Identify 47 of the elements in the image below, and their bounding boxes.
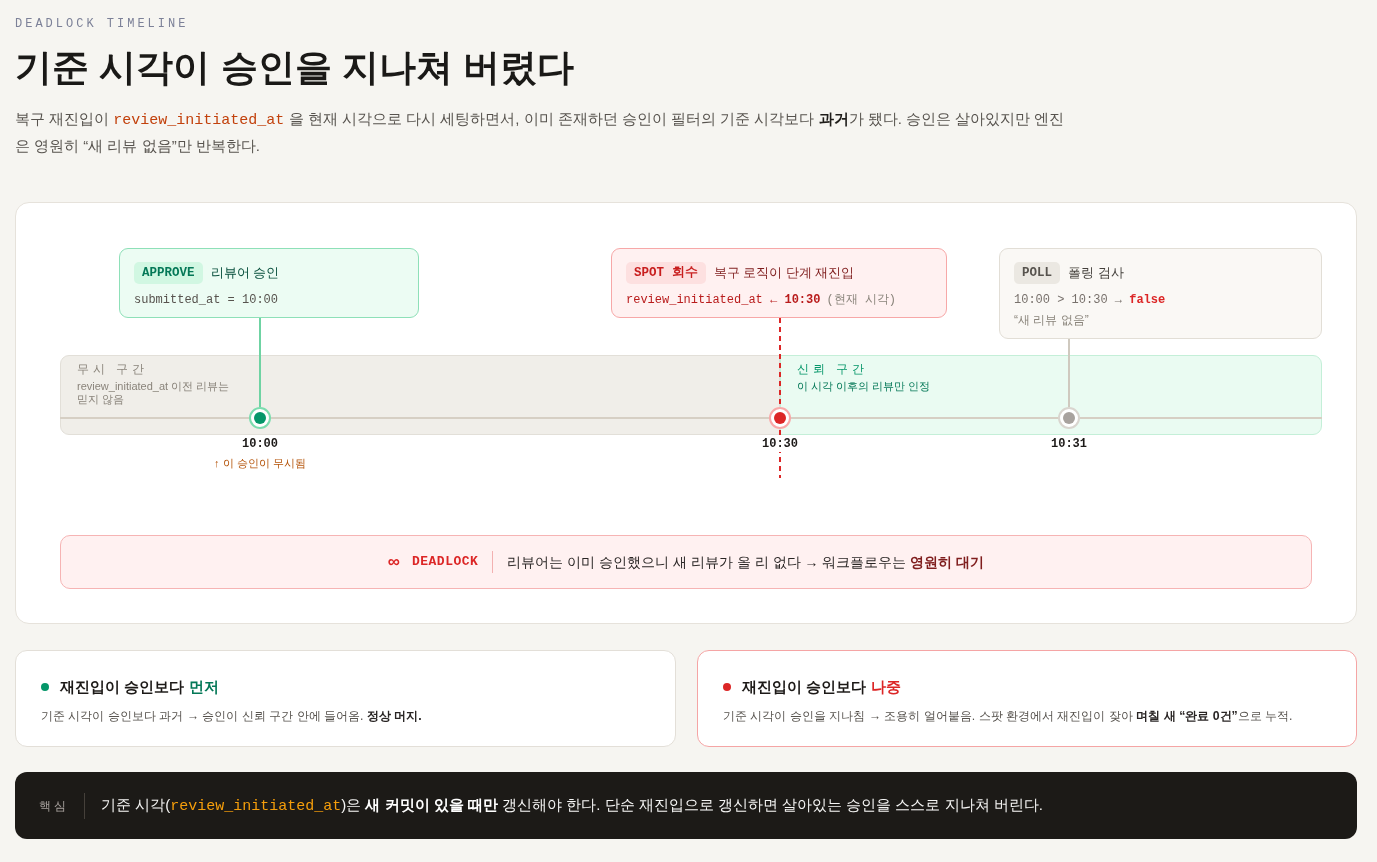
event-card: [999, 248, 1322, 339]
note-text: ↑ 이 승인이 무시됨: [214, 456, 306, 470]
deadlock-message: 리뷰어는 이미 승인했으니 새 리뷰가 올 리 없다 → 워크플로우는 영원히 대기: [507, 553, 985, 571]
zone-title: 무시 구간: [77, 362, 149, 377]
event-type-label: POLL: [1014, 262, 1060, 284]
eyebrow-label: DEADLOCK TIMELINE: [15, 16, 189, 32]
time-zone-band: [60, 355, 780, 435]
zone-description: 이 시각 이후의 리뷰만 인정: [797, 380, 931, 393]
timeline-dot: [249, 407, 271, 429]
event-type-label: SPOT 회수: [626, 262, 706, 284]
code-text: 10:00 > 10:30 → false: [1014, 293, 1166, 308]
code-text: submitted_at = 10:00: [134, 293, 279, 308]
key-point-text: 기준 시각(review_initiated_at)은 새 커밋이 있을 때만 갱신해야 한다. 단순 재진입으로 갱신하면 살아있는 승인을 스스로 지나쳐 버린다.: [101, 794, 1043, 817]
result-note: “새 리뷰 없음”: [1014, 313, 1089, 328]
page-title: 기준 시각이 승인을 지나쳐 버렸다: [15, 46, 575, 90]
key-point-bar: [15, 772, 1357, 839]
summary-card: [697, 650, 1357, 747]
event-type-label: APPROVE: [134, 262, 203, 284]
connector-line: [259, 317, 261, 408]
page-subtitle: 복구 재진입이 review_initiated_at 을 현재 시각으로 다시 세팅하면서, 이미 존재하던 승인이 필터의 기준 시각보다 과거가 됐다. 승인은 살아있지만 엔진은 영원히 “새 리뷰 없음”만 반복한다.: [15, 109, 1066, 156]
event-title: 복구 로직이 단계 재진입: [713, 265, 855, 281]
card-description: 기준 시각이 승인을 지나침 → 조용히 얼어붙음. 스팟 환경에서 재진입이 잦아 며칠 새 “완료 0건”으로 누적.: [723, 708, 1293, 725]
event-card: [119, 248, 419, 318]
deadlock-symbol: ∞: [387, 552, 400, 572]
time-tick-label: 10:30: [759, 437, 801, 452]
event-title: 리뷰어 승인: [210, 265, 280, 281]
time-tick-label: 10:31: [1050, 437, 1088, 452]
card-title: 재진입이 승인보다: [742, 677, 867, 696]
connector-line: [1068, 338, 1070, 408]
summary-card: [15, 650, 676, 747]
code-text: review_initiated_at ← 10:30: [626, 293, 821, 308]
event-title: 폴링 검사: [1068, 265, 1124, 281]
timeline-panel: [15, 202, 1357, 624]
card-description: 기준 시각이 승인보다 과거 → 승인이 신뢰 구간 안에 들어옴. 정상 머지.: [41, 708, 422, 725]
code-note: (현재 시각): [826, 293, 897, 308]
time-tick-label: 10:00: [241, 437, 279, 452]
timeline-dot: [1058, 407, 1080, 429]
section-label: 핵심: [39, 797, 69, 814]
event-card: [611, 248, 947, 318]
card-title-emphasis: 먼저: [189, 677, 220, 696]
zone-title: 신뢰 구간: [797, 362, 869, 377]
deadlock-label: DEADLOCK: [411, 554, 479, 570]
card-title-emphasis: 나중: [871, 677, 902, 696]
zone-description: review_initiated_at 이전 리뷰는 믿지 않음: [77, 380, 231, 406]
time-zone-band: [780, 355, 1322, 435]
card-title: 재진입이 승인보다: [60, 677, 185, 696]
deadlock-banner: [60, 535, 1312, 589]
